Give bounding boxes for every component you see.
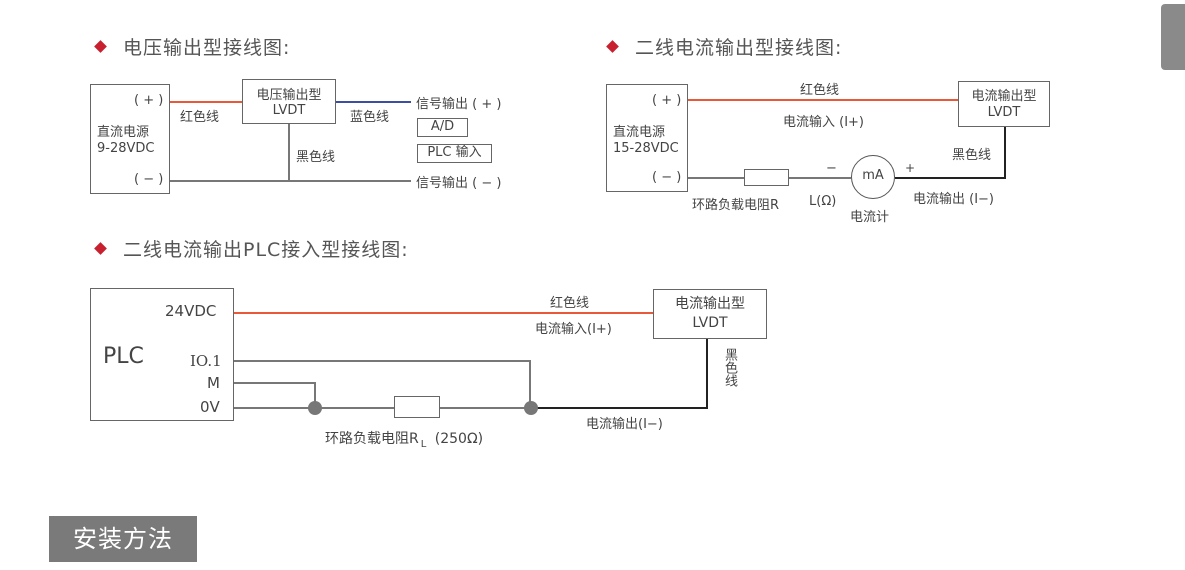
- d1-red-wire: [170, 101, 242, 103]
- d3-black-wire-label: 黑色线: [722, 348, 737, 387]
- d1-lvdt-title: 电压输出型: [256, 88, 322, 103]
- d3-pin-0v: 0V: [200, 398, 220, 416]
- d3-lvdt-box: [653, 289, 767, 339]
- d1-blue-wire-label: 蓝色线: [350, 110, 390, 125]
- diagram3-heading-text: 二线电流输出PLC接入型接线图:: [123, 239, 409, 261]
- d2-load-unit: L(Ω): [809, 194, 837, 209]
- d3-load-resistor-text: 环路负载电阻R: [325, 431, 419, 447]
- diagram1-heading: 电压输出型接线图:: [94, 33, 291, 60]
- d1-source-voltage: 9-28VDC: [97, 141, 155, 156]
- d2-lvdt-box: [958, 81, 1050, 127]
- d3-pin-io: IO.1: [190, 352, 222, 370]
- d2-red-wire-label: 红色线: [800, 83, 840, 98]
- side-scroll-tab[interactable]: [1161, 4, 1185, 70]
- d1-source-plus: ( + ): [134, 93, 164, 108]
- diagram2-heading-text: 二线电流输出型接线图:: [635, 37, 843, 59]
- d1-black-wire-label: 黑色线: [296, 150, 336, 165]
- d2-return-wire-mid: [789, 177, 851, 179]
- d2-lvdt-name: LVDT: [987, 105, 1021, 120]
- d2-black-wire-horizontal: [895, 177, 1006, 179]
- diagram3-heading: 二线电流输出PLC接入型接线图:: [94, 235, 409, 262]
- diamond-bullet-icon: [94, 40, 107, 53]
- diamond-bullet-icon: [606, 40, 619, 53]
- d3-io-wire-drop: [529, 360, 531, 408]
- d3-plc-name: PLC: [103, 344, 144, 369]
- d2-meter-plus: +: [905, 161, 916, 175]
- d2-current-in-label: 电流输入 (I+): [783, 115, 865, 130]
- d2-source-name: 直流电源: [613, 125, 666, 140]
- d3-m-wire-drop: [314, 382, 316, 408]
- d1-red-wire-label: 红色线: [180, 110, 220, 125]
- d2-source-voltage: 15-28VDC: [613, 141, 679, 156]
- d2-ammeter: mA: [851, 155, 895, 199]
- d3-load-resistor: [394, 396, 440, 418]
- d3-load-value: (250Ω): [434, 431, 484, 447]
- d1-power-supply-box: [90, 84, 170, 194]
- d2-power-supply-box: [606, 84, 688, 192]
- d2-red-wire: [688, 99, 958, 101]
- d1-source-minus: ( − ): [134, 172, 164, 187]
- d1-black-wire-vertical: [288, 124, 290, 181]
- d1-ground-wire: [170, 180, 411, 182]
- d1-source-name: 直流电源: [97, 125, 150, 140]
- d3-io-wire: [234, 360, 530, 362]
- d3-junction-node-right: [524, 401, 538, 415]
- d3-red-wire: [234, 312, 653, 314]
- d1-blue-wire: [336, 101, 411, 103]
- d3-pin-24vdc: 24VDC: [165, 302, 217, 320]
- d3-lvdt-title: 电流输出型: [675, 296, 745, 312]
- d2-load-resistor: [744, 169, 789, 186]
- d2-black-wire-label: 黑色线: [952, 148, 992, 163]
- d3-current-in-label: 电流输入(I+): [535, 322, 612, 337]
- d3-load-subscript: L: [420, 438, 427, 450]
- d3-current-out-label: 电流输出(I−): [586, 417, 663, 432]
- d2-current-out-label: 电流输出 (I−): [913, 192, 995, 207]
- d1-signal-minus: 信号输出 ( − ): [416, 176, 502, 191]
- d3-black-wire-vertical: [706, 339, 708, 408]
- d3-m-wire: [234, 382, 315, 384]
- d1-plc-input-box: PLC 输入: [417, 144, 492, 163]
- section-title-bar: 安装方法: [49, 516, 197, 562]
- d2-meter-minus: −: [826, 161, 837, 176]
- d3-lvdt-name: LVDT: [692, 315, 728, 331]
- d2-meter-name: 电流计: [850, 210, 890, 225]
- d3-black-wire-horizontal: [530, 407, 708, 409]
- d2-load-label: 环路负载电阻R: [692, 198, 780, 213]
- d3-plc-box: [90, 288, 234, 421]
- d1-lvdt-name: LVDT: [272, 103, 306, 118]
- d3-junction-node-left: [308, 401, 322, 415]
- d1-lvdt-box: [242, 79, 336, 124]
- d2-source-plus: ( + ): [652, 93, 682, 108]
- d3-0v-wire-right: [440, 407, 530, 409]
- d2-black-wire-vertical: [1004, 127, 1006, 178]
- diamond-bullet-icon: [94, 242, 107, 255]
- d2-return-wire-left: [688, 177, 744, 179]
- diagram1-heading-text: 电压输出型接线图:: [123, 37, 291, 59]
- diagram2-heading: 二线电流输出型接线图:: [606, 33, 843, 60]
- d2-source-minus: ( − ): [652, 170, 682, 185]
- d3-red-wire-label: 红色线: [550, 296, 590, 311]
- d2-lvdt-title: 电流输出型: [971, 89, 1037, 104]
- d3-pin-m: M: [207, 374, 220, 392]
- d1-signal-plus: 信号输出 ( + ): [416, 97, 502, 112]
- d1-ad-box: A/D: [417, 118, 468, 137]
